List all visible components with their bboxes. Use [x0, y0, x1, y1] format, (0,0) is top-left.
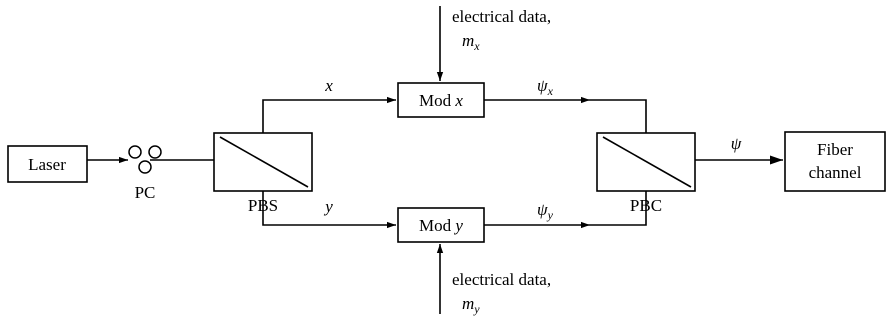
psi-x-label: ψx	[537, 76, 554, 98]
m-x-label: mx	[462, 31, 480, 53]
pbc-label: PBC	[630, 196, 662, 215]
electrical-data-x-label: electrical data,	[452, 7, 551, 26]
pbc-block	[596, 132, 696, 192]
fiber-line2-label: channel	[809, 163, 862, 182]
arrow-pbs-to-mod-x	[262, 96, 396, 133]
m-y-label: my	[462, 294, 480, 316]
electrical-data-y-label: electrical data,	[452, 270, 551, 289]
fiber-channel-block: Fiber channel	[784, 131, 886, 192]
path-y-label: y	[323, 197, 333, 216]
line-to-pbc-upper	[590, 99, 647, 133]
line-to-pbc-lower	[590, 191, 647, 226]
mod-y-label: Mod y	[419, 216, 463, 235]
modulator-x-block: Mod x	[397, 82, 485, 118]
psi-label: ψ	[731, 134, 742, 153]
path-x-label: x	[324, 76, 333, 95]
fiber-line1-label: Fiber	[817, 140, 853, 159]
laser-label: Laser	[28, 155, 66, 174]
polarization-controller-icon	[128, 145, 162, 174]
modulator-y-block: Mod y	[397, 207, 485, 243]
mod-x-label: Mod x	[419, 91, 463, 110]
pc-label: PC	[135, 183, 156, 202]
psi-y-label: ψy	[537, 200, 554, 222]
arrow-pbs-to-mod-y	[262, 191, 396, 229]
pbs-block	[213, 132, 313, 192]
laser-block: Laser	[7, 145, 88, 183]
